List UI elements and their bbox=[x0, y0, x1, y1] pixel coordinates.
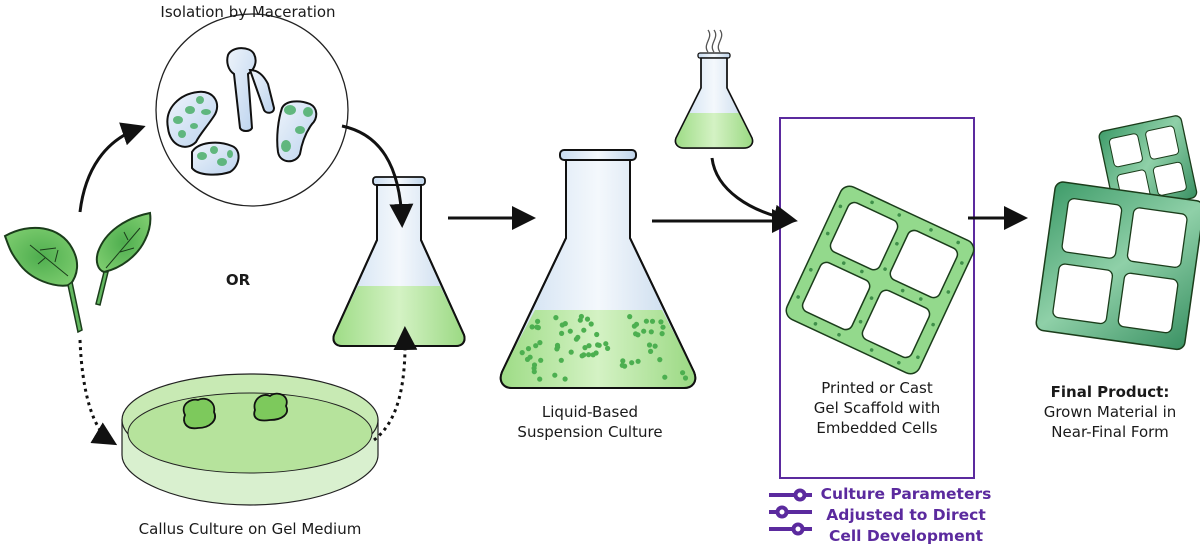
culture-parameters-line3: Cell Development bbox=[828, 527, 984, 545]
suspended-cell-dot bbox=[568, 349, 574, 355]
suspended-cell-dot bbox=[553, 315, 559, 321]
suspended-cell-dot bbox=[558, 357, 564, 363]
suspended-cell-dot bbox=[579, 353, 585, 359]
heated-flask-icon bbox=[674, 29, 754, 149]
suspended-cell-dot bbox=[619, 362, 625, 368]
culture-parameters-line2: Adjusted to Direct bbox=[826, 506, 986, 524]
suspended-cell-dot bbox=[577, 317, 583, 323]
final-product-label: Final Product: Grown Material in Near-Fi… bbox=[1020, 382, 1200, 442]
final-product-line2: Near-Final Form bbox=[1051, 423, 1169, 441]
suspension-label: Liquid-Based Suspension Culture bbox=[500, 402, 680, 442]
suspended-cell-dot bbox=[648, 329, 654, 335]
suspended-cell-dot bbox=[662, 374, 668, 380]
suspended-cell-dot bbox=[648, 348, 654, 354]
suspended-cell-dot bbox=[590, 352, 596, 358]
suspension-flask-icon bbox=[499, 149, 697, 389]
suspended-cell-dot bbox=[555, 344, 561, 350]
suspended-cell-dot bbox=[562, 376, 568, 382]
suspended-cell-dot bbox=[652, 343, 658, 349]
suspended-cell-dot bbox=[533, 343, 539, 349]
callus-label: Callus Culture on Gel Medium bbox=[138, 520, 362, 538]
suspended-cell-dot bbox=[586, 352, 592, 358]
suspended-cell-dot bbox=[629, 360, 635, 366]
suspension-label-line2: Suspension Culture bbox=[517, 423, 663, 441]
suspension-label-line1: Liquid-Based bbox=[541, 403, 639, 421]
gel-scaffold-icon bbox=[785, 185, 975, 375]
suspended-cell-dot bbox=[529, 324, 535, 330]
suspended-cell-dot bbox=[575, 334, 581, 340]
suspended-cell-dot bbox=[658, 319, 664, 325]
grown-material-icon bbox=[1035, 115, 1200, 351]
sliders-icon bbox=[769, 488, 812, 536]
scaffold-label-line3: Embedded Cells bbox=[816, 419, 938, 437]
suspended-cell-dot bbox=[534, 324, 540, 330]
suspended-cell-dot bbox=[635, 358, 641, 364]
flow-arrows bbox=[78, 122, 1028, 446]
petri-dish-icon bbox=[121, 373, 379, 506]
maceration-label: Isolation by Maceration bbox=[160, 3, 336, 21]
suspended-cell-dot bbox=[643, 318, 650, 324]
suspended-cell-dot bbox=[552, 372, 558, 378]
suspended-cell-dot bbox=[633, 321, 640, 327]
scaffold-frame bbox=[779, 117, 975, 479]
plant-leaves-icon bbox=[3, 211, 152, 334]
arrow-petri-to-flask bbox=[373, 326, 418, 442]
suspended-cell-dot bbox=[559, 330, 565, 336]
suspended-cell-dot bbox=[641, 328, 647, 334]
suspended-cell-dot bbox=[682, 375, 689, 381]
macerated-cells-icon bbox=[155, 13, 349, 207]
suspended-cell-dot bbox=[582, 345, 588, 351]
suspended-cell-dot bbox=[581, 327, 587, 333]
suspended-cell-dot bbox=[603, 341, 609, 347]
suspended-cell-dot bbox=[594, 331, 600, 338]
suspended-cell-dot bbox=[559, 322, 565, 328]
suspended-cell-dot bbox=[649, 318, 656, 324]
suspended-cell-dot bbox=[531, 365, 537, 371]
suspended-cell-dot bbox=[584, 316, 591, 322]
suspended-cell-dot bbox=[595, 342, 601, 348]
suspended-cell-dot bbox=[527, 354, 533, 360]
culture-parameters-line1: Culture Parameters bbox=[820, 485, 992, 503]
scaffold-label-line2: Gel Scaffold with bbox=[813, 399, 941, 417]
arrow-maceration-to-flask bbox=[341, 124, 414, 228]
suspended-cell-dot bbox=[620, 358, 626, 364]
suspended-cell-dot bbox=[525, 346, 532, 352]
or-label: OR bbox=[225, 271, 251, 289]
erlenmeyer-flask-icon bbox=[332, 176, 466, 347]
final-product-title: Final Product: bbox=[1050, 383, 1170, 401]
suspended-cell-dot bbox=[660, 324, 666, 330]
suspended-cell-dot bbox=[538, 357, 544, 363]
final-product-line1: Grown Material in bbox=[1043, 403, 1177, 421]
suspended-cell-dot bbox=[567, 328, 573, 334]
suspended-cell-dot bbox=[659, 331, 665, 337]
suspended-cell-dot bbox=[657, 357, 663, 363]
scaffold-label-line1: Printed or Cast bbox=[821, 379, 933, 397]
suspended-cell-dot bbox=[537, 340, 543, 346]
suspended-cell-dot bbox=[633, 331, 639, 337]
scaffold-label: Printed or Cast Gel Scaffold with Embedd… bbox=[782, 378, 972, 438]
suspended-cell-dot bbox=[605, 345, 611, 351]
suspended-cell-dot bbox=[680, 370, 686, 376]
suspended-cell-dot bbox=[535, 318, 541, 324]
suspended-cell-dot bbox=[627, 314, 633, 320]
suspended-cell-dot bbox=[519, 350, 525, 356]
arrow-leaves-to-petri bbox=[78, 339, 118, 446]
culture-parameters-label: Culture Parameters Adjusted to Direct Ce… bbox=[816, 484, 996, 547]
arrow-heated-flask-to-scaffold bbox=[710, 157, 798, 229]
arrow-leaves-to-maceration bbox=[78, 122, 146, 213]
suspended-cell-dot bbox=[537, 376, 543, 382]
suspended-cell-dot bbox=[586, 343, 592, 349]
suspended-cell-dot bbox=[646, 342, 653, 348]
suspended-cell-dot bbox=[588, 321, 594, 327]
